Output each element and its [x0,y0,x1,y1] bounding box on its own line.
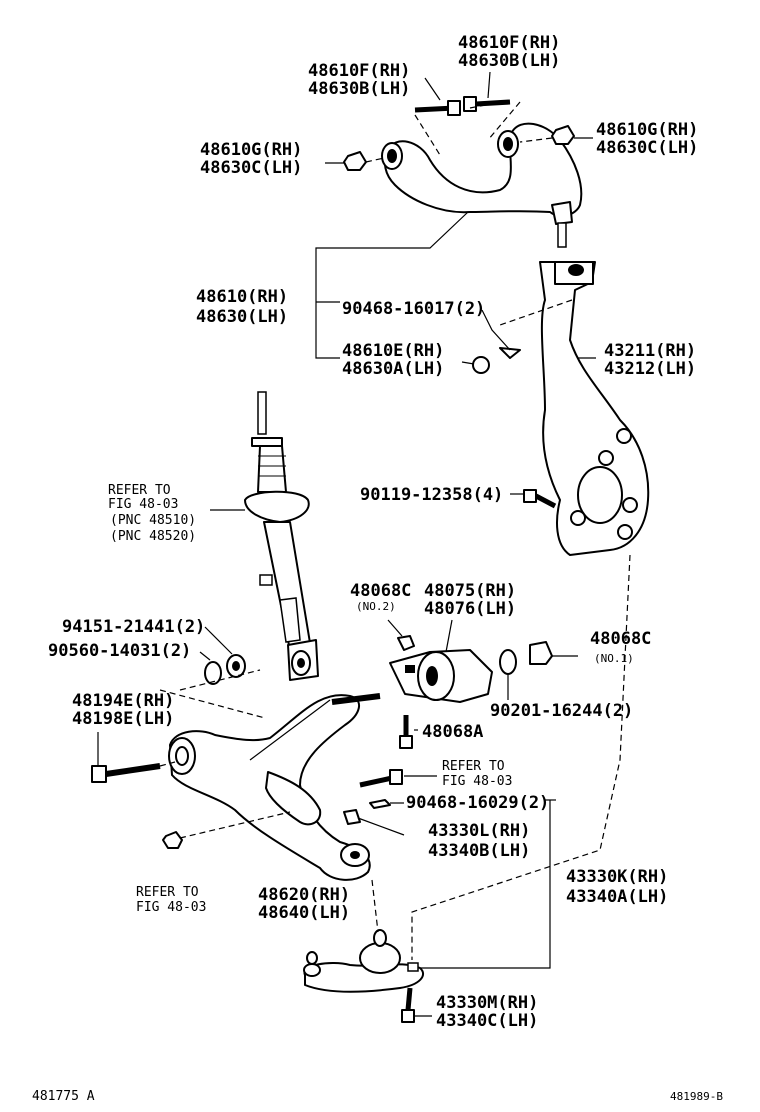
label-48630c-lh-left: 48630C(LH) [200,158,302,178]
label-48068a: 48068A [422,722,483,742]
footer-right-code: 481989-B [670,1090,723,1103]
label-48194e-rh: 48194E(RH) [72,691,174,711]
label-no2: (NO.2) [356,600,396,613]
label-pnc-48510: (PNC 48510) [110,513,196,528]
label-48068c-no2: 48068C [350,581,411,601]
label-48198e-lh: 48198E(LH) [72,709,174,729]
label-43340a-lh: 43340A(LH) [566,887,668,907]
label-90119-12358: 90119-12358(4) [360,485,503,505]
label-48630b-lh: 48630B(LH) [308,79,410,99]
label-43212-lh: 43212(LH) [604,359,696,379]
upper-arm-nut-left[interactable] [343,151,367,171]
lower-ball-joint[interactable] [303,929,425,993]
label-48610f-rh-top: 48610F(RH) [458,33,560,53]
upper-arm-bolt-2[interactable] [463,96,511,112]
dust-deflector-clip[interactable] [472,347,521,374]
label-43330m-rh: 43330M(RH) [436,993,538,1013]
bushing-washer[interactable] [499,649,517,675]
label-43340c-lh: 43340C(LH) [436,1011,538,1031]
small-clip[interactable] [397,635,415,651]
label-43330k-rh: 43330K(RH) [566,867,668,887]
label-no1: (NO.1) [594,652,634,665]
cotter-nut[interactable] [343,809,361,825]
stabilizer-bolt[interactable] [359,769,403,788]
footer-left-code: 481775 A [32,1089,95,1104]
lower-arm-nut[interactable] [162,831,183,849]
label-refer-to-1: REFER TO [108,483,171,498]
label-fig-48-03-3: FIG 48-03 [136,900,206,915]
label-90468-16029: 90468-16029(2) [406,793,549,813]
label-refer-to-2: REFER TO [442,759,505,774]
label-48610e-rh: 48610E(RH) [342,341,444,361]
shock-absorber[interactable] [244,391,319,681]
label-refer-to-3: REFER TO [136,885,199,900]
ball-joint-bolt[interactable] [401,987,415,1023]
label-48610-rh: 48610(RH) [196,287,288,307]
label-48610g-rh-left: 48610G(RH) [200,140,302,160]
label-48610g-rh-right: 48610G(RH) [596,120,698,140]
label-48630b-lh-top: 48630B(LH) [458,51,560,71]
callout-labels: 48610F(RH) 48630B(LH) 48610F(RH) 48630B(… [32,33,723,1104]
label-48610f-rh: 48610F(RH) [308,61,410,81]
label-90201-16244: 90201-16244(2) [490,701,633,721]
label-fig-48-03-2: FIG 48-03 [442,774,512,789]
upper-arm-bolt-1[interactable] [414,100,461,116]
label-48076-lh: 48076(LH) [424,599,516,619]
label-90560-14031: 90560-14031(2) [48,641,191,661]
label-48620-rh: 48620(RH) [258,885,350,905]
label-48630-lh: 48630(LH) [196,307,288,327]
label-pnc-48520: (PNC 48520) [110,529,196,544]
label-48068c-no1: 48068C [590,629,651,649]
label-90468-16017: 90468-16017(2) [342,299,485,319]
label-48640-lh: 48640(LH) [258,903,350,923]
lower-arm-bolt-rod[interactable] [331,693,381,705]
label-94151-21441: 94151-21441(2) [62,617,205,637]
knuckle-bolt[interactable] [523,489,557,509]
steering-knuckle[interactable] [539,261,650,556]
camber-bolt[interactable] [91,763,161,783]
shock-washer[interactable] [204,661,222,685]
lower-arm-bushing[interactable] [389,649,493,703]
bushing-nut[interactable] [529,641,553,665]
small-pin[interactable] [369,799,391,809]
label-43340b-lh: 43340B(LH) [428,841,530,861]
label-fig-48-03-1: FIG 48-03 [108,497,178,512]
upper-arm-nut-right[interactable] [551,125,575,145]
label-48075-rh: 48075(RH) [424,581,516,601]
label-48630a-lh: 48630A(LH) [342,359,444,379]
upper-control-arm[interactable] [381,122,583,248]
label-43211-rh: 43211(RH) [604,341,696,361]
bushing-bolt[interactable] [399,715,413,749]
label-43330l-rh: 43330L(RH) [428,821,530,841]
lower-control-arm[interactable] [168,694,371,881]
shock-nut[interactable] [226,654,246,678]
label-48630c-lh-right: 48630C(LH) [596,138,698,158]
